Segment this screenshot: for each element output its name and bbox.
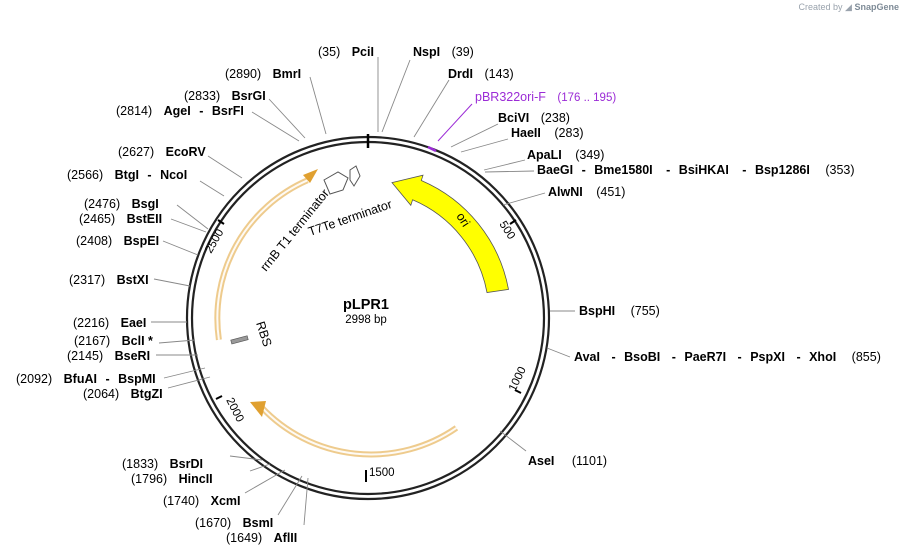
lower-cds-arrowhead xyxy=(250,401,266,417)
leader-ecorv xyxy=(207,155,243,179)
site-haeii[interactable]: HaeII (283) xyxy=(511,126,584,140)
site-asei[interactable]: AseI (1101) xyxy=(528,454,607,468)
ruler-label-2000: 2000 xyxy=(223,396,245,424)
rbs-feature-label: RBS xyxy=(253,320,274,349)
site-nspi[interactable]: NspI (39) xyxy=(413,45,474,59)
leader-bsmi xyxy=(277,475,303,516)
leader-bsrgi xyxy=(268,98,306,139)
leader-bsrfi xyxy=(251,111,300,142)
leader-bsteii xyxy=(170,218,207,233)
leader-baegi xyxy=(484,170,535,173)
leader-bcivi xyxy=(450,123,499,148)
site-bcli[interactable]: (2167) BclI * xyxy=(74,334,153,348)
plasmid-length: 2998 bp xyxy=(345,314,387,326)
site-bsrgi[interactable]: (2833) BsrGI xyxy=(184,89,266,103)
leader-avai xyxy=(546,347,571,358)
site-pcii[interactable]: (35) PciI xyxy=(318,45,374,59)
site-aflii[interactable]: (1649) AflII xyxy=(226,531,297,545)
site-bsmi[interactable]: (1670) BsmI xyxy=(195,516,273,530)
t7te-terminator-arrow[interactable] xyxy=(349,165,361,187)
primer-label: pBR322ori-F (176 .. 195) xyxy=(475,90,616,104)
upper-left-cds-arrow-core xyxy=(216,179,308,340)
site-bstxi[interactable]: (2317) BstXI xyxy=(69,273,149,287)
leader-ncoi xyxy=(199,180,225,197)
primer-name: pBR322ori-F xyxy=(475,90,546,104)
leader-btgzi xyxy=(167,376,211,389)
site-bspei[interactable]: (2408) BspEI xyxy=(76,234,159,248)
leader-nspi xyxy=(381,59,411,133)
credit-prefix: Created by xyxy=(798,2,843,12)
site-eaei[interactable]: (2216) EaeI xyxy=(73,316,146,330)
leader-bspei xyxy=(162,240,199,256)
site-bsrdi[interactable]: (1833) BsrDI xyxy=(122,457,203,471)
site-bsphi[interactable]: BspHI (755) xyxy=(579,304,660,318)
ruler-label-1000: 1000 xyxy=(507,365,529,393)
leader-alwni xyxy=(502,192,546,206)
site-agei-group[interactable]: (2814) AgeI - BsrFI xyxy=(116,104,244,118)
site-baegi-group[interactable]: BaeGI - Bme1580I - BsiHKAI - Bsp1286I (3… xyxy=(537,163,855,177)
site-bcivi[interactable]: BciVI (238) xyxy=(498,111,570,125)
site-leader-lines xyxy=(151,57,575,526)
rrnb-t1-terminator-arrow[interactable] xyxy=(323,171,349,195)
ruler-label-2500: 2500 xyxy=(203,227,226,255)
site-apali[interactable]: ApaLI (349) xyxy=(527,148,604,162)
leader-bsgi xyxy=(176,204,209,230)
ruler-tick-2500 xyxy=(217,219,225,225)
site-bmri[interactable]: (2890) BmrI xyxy=(225,67,301,81)
site-ecorv[interactable]: (2627) EcoRV xyxy=(118,145,206,159)
leader-apali xyxy=(483,159,526,171)
leader-bstxi xyxy=(153,278,191,287)
site-bsgi[interactable]: (2476) BsgI xyxy=(84,197,159,211)
ori-feature-label: ori xyxy=(453,210,472,229)
leader-aflii xyxy=(303,477,309,526)
leader-bmri xyxy=(309,76,327,135)
leader-bfuai xyxy=(163,367,206,379)
site-bsteii[interactable]: (2465) BstEII xyxy=(79,212,162,226)
leader-drdi xyxy=(413,79,450,138)
ori-feature-arrow[interactable] xyxy=(391,174,509,293)
ruler-tick-500 xyxy=(509,219,517,225)
site-bfuai-group[interactable]: (2092) BfuAI - BspMI xyxy=(16,372,156,386)
ruler-tick-2000 xyxy=(215,395,223,400)
site-xcmi[interactable]: (1740) XcmI xyxy=(163,494,241,508)
leader-bsrdi xyxy=(229,455,263,461)
site-drdi[interactable]: DrdI (143) xyxy=(448,67,514,81)
leader-hincii xyxy=(249,463,271,472)
site-avai-group[interactable]: AvaI - BsoBI - PaeR7I - PspXI - XhoI (85… xyxy=(574,350,881,364)
leader-xcmi xyxy=(244,469,286,494)
snapgene-logo-icon: ◢ xyxy=(845,2,852,12)
lower-cds-arrow-core xyxy=(260,406,457,456)
site-labels: (35) PciI NspI (39) DrdI (143) BciVI (23… xyxy=(16,45,881,545)
site-hincii[interactable]: (1796) HincII xyxy=(131,472,213,486)
site-bseri[interactable]: (2145) BseRI xyxy=(67,349,150,363)
rbs-feature[interactable] xyxy=(230,335,249,345)
snapgene-credit: Created by ◢ SnapGene xyxy=(799,2,900,13)
ruler-tick-1000 xyxy=(514,389,522,394)
leader-asei xyxy=(499,430,527,452)
credit-brand: SnapGene xyxy=(854,2,899,12)
pbr322ori-f-primer-mark[interactable] xyxy=(427,145,437,153)
site-alwni[interactable]: AlwNI (451) xyxy=(548,185,625,199)
primer-leader-line xyxy=(437,103,473,142)
leader-bcli xyxy=(158,339,196,344)
ruler-label-1500: 1500 xyxy=(369,467,395,479)
site-btgzi[interactable]: (2064) BtgZI xyxy=(83,387,163,401)
plasmid-name: pLPR1 xyxy=(343,297,389,313)
upper-left-cds-arrowhead xyxy=(303,169,318,183)
primer-range: (176 .. 195) xyxy=(557,92,616,104)
site-btgi-group[interactable]: (2566) BtgI - NcoI xyxy=(67,168,187,182)
leader-haeii xyxy=(460,138,509,153)
